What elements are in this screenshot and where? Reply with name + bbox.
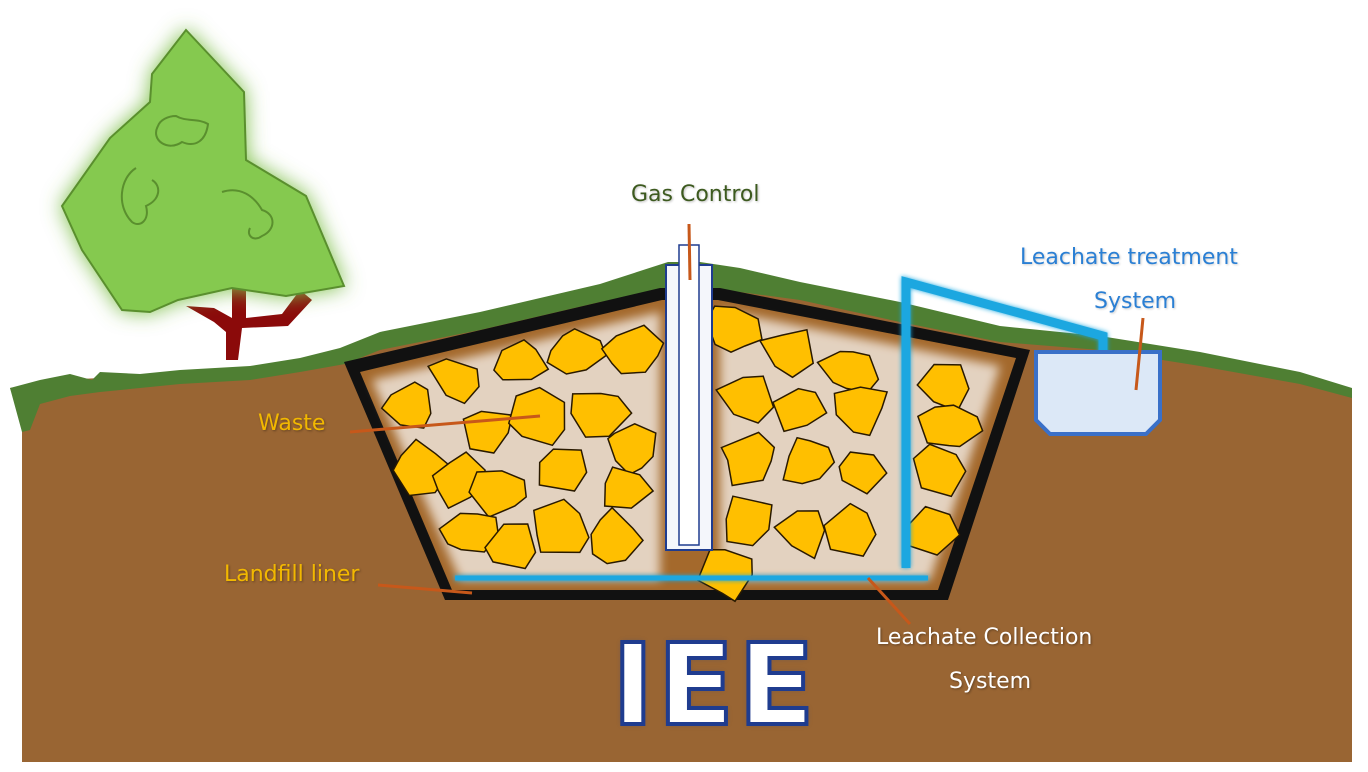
waste-rock	[590, 506, 644, 565]
gas-control-label: Gas Control	[631, 182, 760, 207]
leachate-collection-label: Leachate Collection	[876, 625, 1093, 650]
waste-rock	[758, 328, 815, 379]
waste-rock	[546, 327, 608, 375]
waste-rock	[833, 386, 889, 437]
iee-watermark: IEE	[610, 621, 819, 751]
waste-rock	[426, 358, 480, 405]
waste-rock	[912, 443, 967, 498]
waste-rock	[570, 392, 633, 438]
tree-trunk	[186, 286, 312, 360]
landfill-liner-label: Landfill liner	[224, 562, 360, 587]
leader-leachate-collection	[866, 576, 912, 626]
leachate-collection-label-line2: System	[949, 669, 1032, 694]
leader-lines	[349, 223, 1145, 626]
waste-rock	[773, 510, 826, 560]
leachate-treatment-label-line2: System	[1094, 289, 1177, 314]
waste-rock	[720, 431, 776, 487]
waste-rock	[782, 436, 836, 485]
waste-rocks	[380, 305, 984, 603]
gas-control-well	[665, 244, 713, 551]
tree-texture	[120, 114, 274, 240]
waste-rock	[603, 466, 655, 509]
leader-gas-control	[687, 223, 692, 281]
waste-rock	[725, 495, 773, 547]
waste-rock	[484, 523, 537, 570]
waste-rock	[538, 448, 588, 492]
tree	[60, 28, 346, 360]
leader-leachate-treatment	[1134, 317, 1145, 391]
leader-waste	[349, 414, 541, 434]
leachate-treatment-tank	[1034, 350, 1162, 436]
grass-surface	[10, 262, 1352, 432]
waste-label: Waste	[258, 411, 326, 436]
leader-landfill-liner	[377, 583, 473, 595]
waste-rock	[916, 404, 984, 448]
waste-rock	[600, 324, 665, 375]
waste-rock	[493, 339, 550, 381]
tree-foliage	[60, 28, 346, 314]
waste-rock	[438, 512, 500, 553]
waste-rock	[715, 375, 775, 424]
waste-rock	[607, 422, 657, 476]
leachate-treatment-label: Leachate treatment	[1020, 245, 1238, 270]
waste-rock	[532, 498, 590, 554]
waste-rock	[772, 387, 828, 433]
waste-rock	[823, 502, 877, 557]
waste-rock	[838, 451, 888, 495]
waste-rock	[468, 470, 527, 519]
